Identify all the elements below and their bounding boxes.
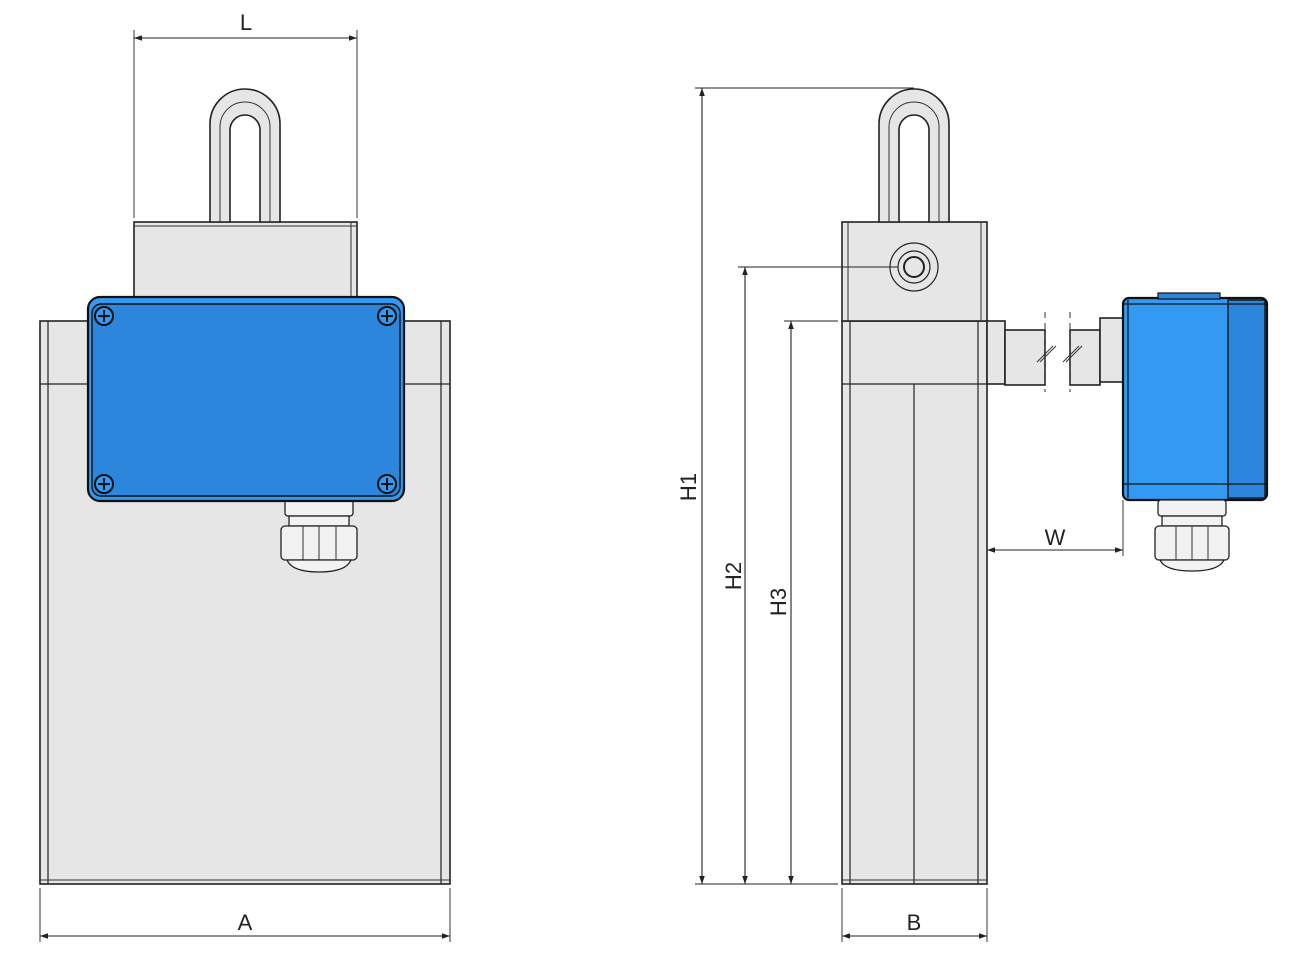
front-cable-gland	[280, 497, 358, 573]
side-view: H1 H2 H3 W B	[676, 87, 1269, 942]
side-connecting-arm	[986, 312, 1126, 392]
front-view: L A	[39, 10, 451, 942]
front-lifting-eye	[209, 88, 281, 223]
dimension-label-B: B	[907, 910, 922, 935]
dimension-label-L: L	[240, 10, 252, 35]
screw-icon	[94, 474, 114, 494]
side-lifting-eye	[878, 88, 950, 223]
dimension-label-H3: H3	[766, 588, 791, 616]
screw-icon	[377, 306, 397, 326]
dimension-label-H2: H2	[721, 562, 746, 590]
dimension-H3: H3	[766, 320, 838, 884]
screw-icon	[377, 474, 397, 494]
dimension-label-W: W	[1045, 525, 1066, 550]
side-cable-gland	[1154, 499, 1230, 572]
dimension-B: B	[841, 888, 988, 942]
side-junction-box	[1121, 292, 1269, 502]
pivot-pin	[889, 242, 939, 292]
front-junction-box	[86, 295, 406, 503]
dimension-label-A: A	[238, 910, 253, 935]
screw-icon	[94, 306, 114, 326]
dimension-W: W	[987, 500, 1124, 556]
dimension-H1: H1	[676, 87, 914, 885]
dimension-label-H1: H1	[676, 473, 701, 501]
dimension-L: L	[133, 10, 358, 218]
dimension-A: A	[39, 888, 451, 942]
dimension-H2: H2	[721, 266, 898, 884]
